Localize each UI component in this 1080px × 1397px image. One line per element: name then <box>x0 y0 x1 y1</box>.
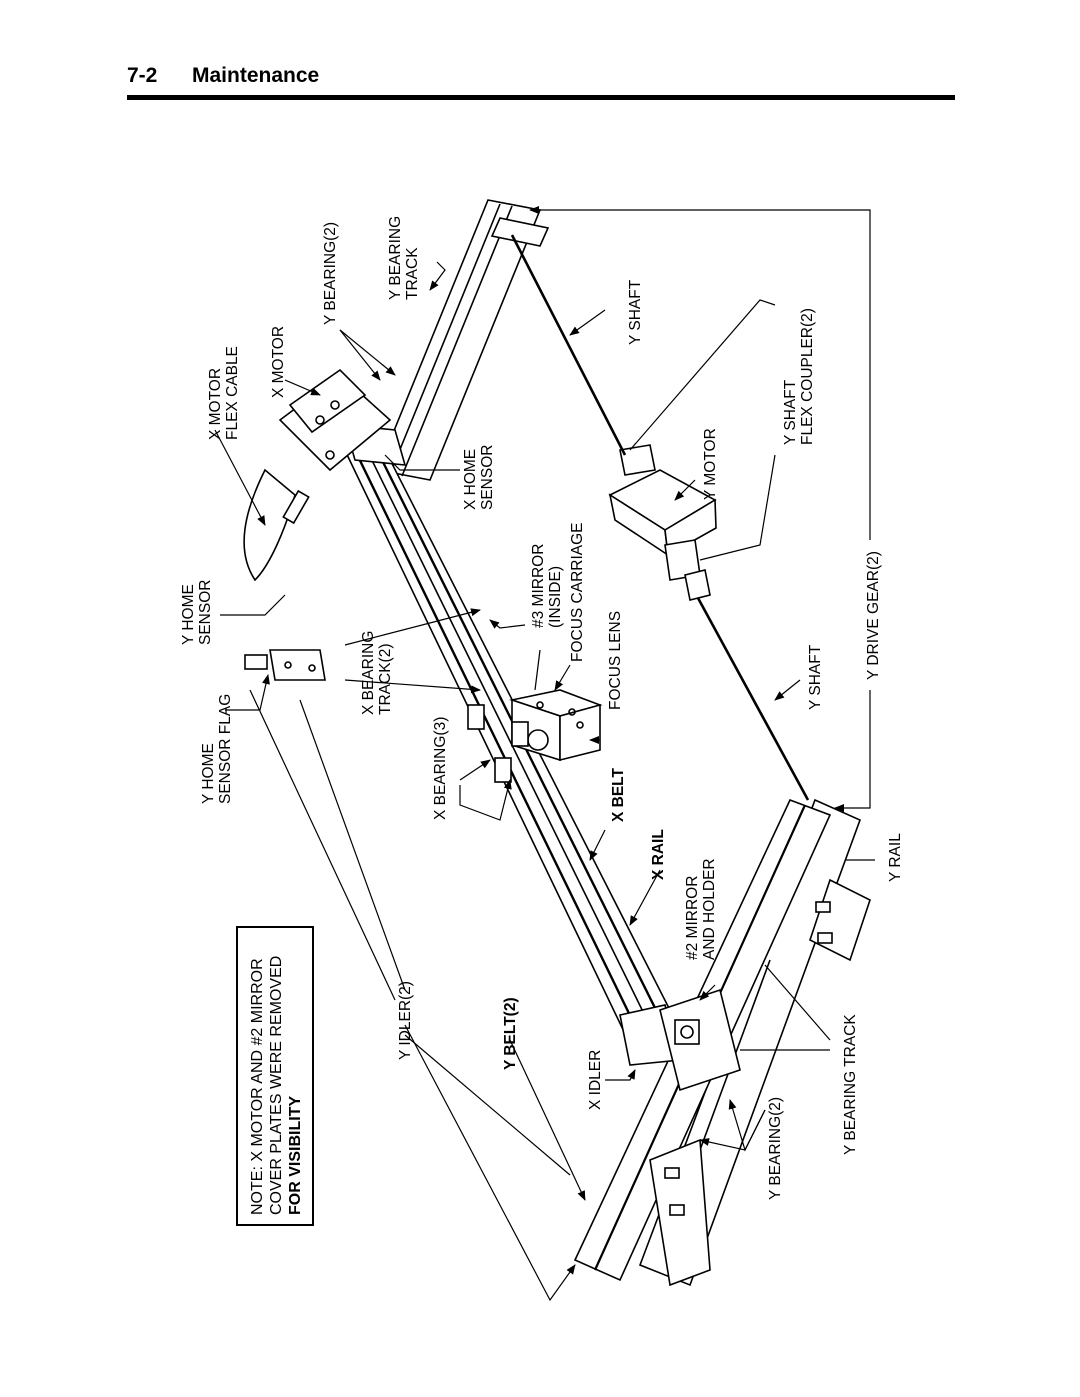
label-y-bearing-2-bottom: Y BEARING(2) <box>767 1097 784 1200</box>
label-mirror-2-1: #2 MIRROR <box>684 876 701 960</box>
label-x-home-sensor-1: X HOME <box>462 449 479 510</box>
svg-text:Y SHAFTFLEX COUPLER(2): Y SHAFTFLEX COUPLER(2) <box>782 308 816 445</box>
page-header: 7-2 Maintenance <box>127 62 955 104</box>
label-y-bearing-track-bottom: Y BEARING TRACK <box>842 1014 859 1155</box>
label-y-belt: Y BELT(2) <box>502 997 519 1070</box>
label-x-rail: X RAIL <box>650 829 667 880</box>
label-x-idler: X IDLER <box>587 1050 604 1110</box>
section-title: Maintenance <box>192 64 320 87</box>
label-x-bearing-track-1: X BEARING <box>360 631 377 715</box>
label-y-bearing-track-top-2: TRACK <box>404 247 421 300</box>
label-y-drive-gear: Y DRIVE GEAR(2) <box>865 551 882 680</box>
label-x-belt: X BELT <box>610 768 627 822</box>
label-y-shaft-bottom: Y SHAFT <box>807 644 824 710</box>
label-y-home-sensor-flag-2: SENSOR FLAG <box>217 694 234 804</box>
label-x-motor-flex-cable-2: FLEX CABLE <box>224 346 241 440</box>
label-mirror-2-2: AND HOLDER <box>701 858 718 960</box>
label-x-motor-flex-cable-1: X MOTOR <box>207 368 224 440</box>
label-y-shaft-flex-coupler-2: FLEX COUPLER(2) <box>799 308 816 445</box>
label-y-motor: Y MOTOR <box>702 428 719 500</box>
label-focus-carriage: FOCUS CARRIAGE <box>569 522 586 662</box>
label-y-idler: Y IDLER(2) <box>397 981 414 1060</box>
y-shaft-upper <box>510 234 627 456</box>
section-number: 7-2 <box>127 64 158 87</box>
svg-text:Y HOMESENSOR: Y HOMESENSOR <box>180 580 214 645</box>
note-box: NOTE: X MOTOR AND #2 MIRROR COVER PLATES… <box>236 926 314 1226</box>
svg-text:NOTE: X MOTOR AND #2 MIRROR: NOTE: X MOTOR AND #2 MIRROR COVER PLATES… <box>249 951 304 1215</box>
svg-text:#3 MIRROR(INSIDE): #3 MIRROR(INSIDE) <box>530 544 564 628</box>
label-mirror-3-1: #3 MIRROR <box>530 544 547 628</box>
label-y-bearing-track-top-1: Y BEARING <box>387 216 404 300</box>
svg-text:X BEARINGTRACK(2): X BEARINGTRACK(2) <box>360 631 394 715</box>
y-rail-right <box>376 199 550 481</box>
label-y-shaft-top: Y SHAFT <box>627 279 644 345</box>
header-rule <box>127 95 955 100</box>
mechanism-drawing <box>243 199 871 1287</box>
label-x-motor: X MOTOR <box>270 326 287 398</box>
y-home-sensor-bracket <box>244 649 326 681</box>
note-line-1: NOTE: X MOTOR AND #2 MIRROR <box>249 958 266 1215</box>
svg-text:X HOMESENSOR: X HOMESENSOR <box>462 445 496 510</box>
note-line-3: FOR VISIBILITY <box>287 1096 304 1215</box>
label-focus-lens: FOCUS LENS <box>607 611 624 710</box>
label-y-home-sensor-2: SENSOR <box>197 580 214 645</box>
label-x-bearing-3: X BEARING(3) <box>432 717 449 820</box>
y-shaft-lower <box>696 597 810 801</box>
note-line-2: COVER PLATES WERE REMOVED <box>268 956 285 1215</box>
label-mirror-3-2: (INSIDE) <box>547 566 564 628</box>
callout-labels: Y BEARINGTRACK Y BEARING(2) X MOTORFLEX … <box>180 216 904 1200</box>
svg-text:#2 MIRRORAND HOLDER: #2 MIRRORAND HOLDER <box>684 858 718 960</box>
label-x-home-sensor-2: SENSOR <box>479 445 496 510</box>
svg-text:Y HOMESENSOR FLAG: Y HOMESENSOR FLAG <box>200 694 234 804</box>
label-y-rail: Y RAIL <box>887 833 904 882</box>
leader-lines <box>214 206 875 1302</box>
x-motor-assembly <box>243 368 392 582</box>
label-y-bearing-2-top: Y BEARING(2) <box>322 222 339 325</box>
label-x-bearing-track-2: TRACK(2) <box>377 644 394 715</box>
label-y-home-sensor-1: Y HOME <box>180 584 197 645</box>
label-y-home-sensor-flag-1: Y HOME <box>200 743 217 804</box>
svg-text:Y BEARINGTRACK: Y BEARINGTRACK <box>387 216 421 300</box>
svg-text:X MOTORFLEX CABLE: X MOTORFLEX CABLE <box>207 346 241 440</box>
label-y-shaft-flex-coupler-1: Y SHAFT <box>782 379 799 445</box>
y-motor <box>608 444 717 601</box>
